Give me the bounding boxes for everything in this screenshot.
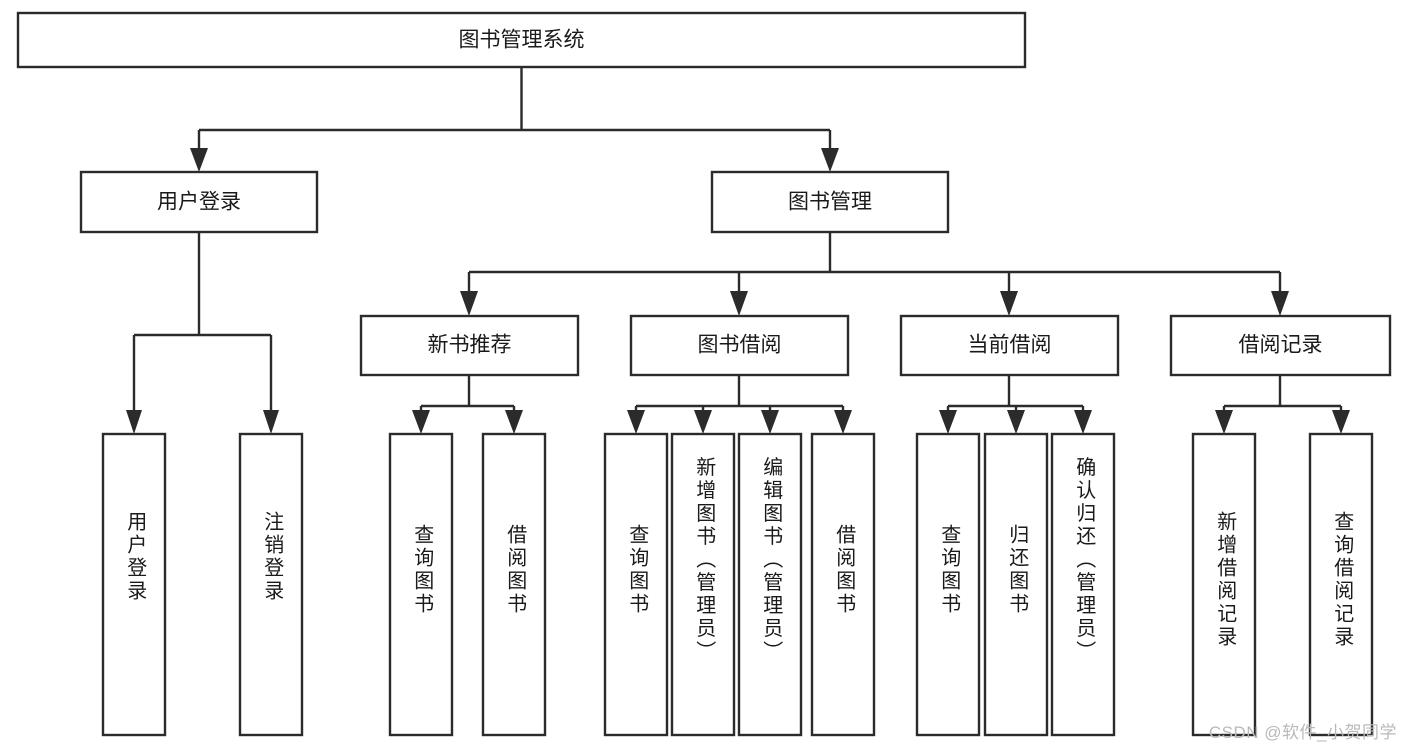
node-leaf-query-book-2-box[interactable]	[603, 432, 669, 737]
node-leaf-add-book-label: 新增图书（管理员）	[693, 456, 716, 663]
connector-group-borrow-record-to-leaves	[1215, 375, 1350, 434]
node-leaf-user-logout-box[interactable]	[238, 432, 304, 737]
node-current-borrow-box[interactable]	[899, 314, 1120, 377]
arrow-head-leaf-query-record	[1332, 410, 1350, 434]
node-leaf-add-record-label: 新增借阅记录	[1214, 511, 1237, 649]
node-new-book-recommend[interactable]: 新书推荐	[359, 314, 580, 377]
arrow-head-book-borrow	[730, 291, 748, 316]
node-root-box[interactable]	[16, 11, 1027, 69]
node-book-manage-label: 图书管理	[788, 191, 872, 214]
node-user-login-box[interactable]	[79, 170, 319, 234]
node-root[interactable]: 图书管理系统	[16, 11, 1027, 69]
connector-group-root-to-level2	[190, 67, 839, 172]
node-leaf-query-book-2-label: 查询图书	[626, 524, 649, 616]
node-leaf-add-record[interactable]: 新增借阅记录	[1191, 432, 1257, 737]
arrow-head-leaf-borrow-book-1	[505, 410, 523, 434]
connector-group-book-manage-to-level3	[460, 232, 1289, 316]
node-leaf-user-logout-label: 注销登录	[261, 511, 284, 603]
node-leaf-confirm-return-label: 确认归还（管理员）	[1073, 456, 1096, 663]
arrow-head-leaf-confirm-return	[1074, 410, 1092, 434]
connector-group-new-book-recommend-to-leaves	[412, 375, 523, 434]
node-book-manage-box[interactable]	[710, 170, 950, 234]
node-leaf-user-logout[interactable]: 注销登录	[238, 432, 304, 737]
arrow-head-user-login	[190, 148, 208, 172]
node-leaf-user-login-label: 用户登录	[124, 511, 147, 603]
node-leaf-borrow-book-2[interactable]: 借阅图书	[810, 432, 876, 737]
watermark: CSDN @软件_小贺同学	[1208, 723, 1397, 742]
node-borrow-record[interactable]: 借阅记录	[1169, 314, 1392, 377]
node-leaf-query-record[interactable]: 查询借阅记录	[1308, 432, 1374, 737]
node-borrow-record-label: 借阅记录	[1239, 334, 1323, 357]
node-leaf-edit-book-box[interactable]	[737, 432, 803, 737]
arrow-head-leaf-user-logout	[263, 410, 279, 434]
node-leaf-return-book[interactable]: 归还图书	[983, 432, 1049, 737]
node-book-borrow[interactable]: 图书借阅	[629, 314, 850, 377]
node-new-book-recommend-label: 新书推荐	[428, 334, 512, 357]
node-user-login[interactable]: 用户登录	[79, 170, 319, 234]
node-leaf-edit-book-label: 编辑图书（管理员）	[760, 456, 783, 663]
node-leaf-add-book-box[interactable]	[670, 432, 736, 737]
node-book-manage[interactable]: 图书管理	[710, 170, 950, 234]
node-leaf-query-record-label: 查询借阅记录	[1331, 511, 1354, 649]
node-leaf-borrow-book-2-label: 借阅图书	[833, 524, 856, 616]
node-leaf-borrow-book-1-box[interactable]	[481, 432, 547, 737]
node-leaf-query-book-3-label: 查询图书	[938, 524, 961, 616]
node-current-borrow[interactable]: 当前借阅	[899, 314, 1120, 377]
node-leaf-add-book[interactable]: 新增图书（管理员）	[670, 432, 736, 737]
arrow-head-leaf-borrow-book-2	[834, 410, 852, 434]
connector-group-current-borrow-to-leaves	[939, 375, 1092, 434]
node-leaf-return-book-label: 归还图书	[1006, 524, 1029, 616]
node-borrow-record-box[interactable]	[1169, 314, 1392, 377]
connector-group-book-borrow-to-leaves	[627, 375, 852, 434]
arrow-head-leaf-user-login	[126, 410, 142, 434]
node-current-borrow-label: 当前借阅	[968, 334, 1052, 357]
node-leaf-query-book-2[interactable]: 查询图书	[603, 432, 669, 737]
node-new-book-recommend-box[interactable]	[359, 314, 580, 377]
node-leaf-user-login-box[interactable]	[101, 432, 167, 737]
node-leaf-borrow-book-1-label: 借阅图书	[504, 524, 527, 616]
arrow-head-leaf-edit-book	[761, 410, 779, 434]
node-book-borrow-label: 图书借阅	[698, 334, 782, 357]
arrow-head-leaf-query-book-3	[939, 410, 957, 434]
connector-group-user-login-to-leaves	[126, 232, 279, 434]
arrow-head-leaf-add-book	[694, 410, 712, 434]
node-leaf-confirm-return-box[interactable]	[1050, 432, 1116, 737]
arrow-head-leaf-return-book	[1007, 410, 1025, 434]
node-leaf-query-book-3[interactable]: 查询图书	[915, 432, 981, 737]
node-leaf-confirm-return[interactable]: 确认归还（管理员）	[1050, 432, 1116, 737]
node-root-label: 图书管理系统	[459, 29, 585, 52]
node-leaf-query-record-box[interactable]	[1308, 432, 1374, 737]
node-leaf-query-book-1[interactable]: 查询图书	[388, 432, 454, 737]
node-leaf-user-login[interactable]: 用户登录	[101, 432, 167, 737]
arrow-head-leaf-add-record	[1215, 410, 1233, 434]
node-leaf-borrow-book-2-box[interactable]	[810, 432, 876, 737]
arrow-head-book-manage	[821, 148, 839, 172]
node-leaf-add-record-box[interactable]	[1191, 432, 1257, 737]
node-user-login-label: 用户登录	[157, 191, 241, 214]
node-leaf-borrow-book-1[interactable]: 借阅图书	[481, 432, 547, 737]
node-leaf-return-book-box[interactable]	[983, 432, 1049, 737]
arrow-head-current-borrow	[1000, 291, 1018, 316]
node-book-borrow-box[interactable]	[629, 314, 850, 377]
arrow-head-leaf-query-book-1	[412, 410, 430, 434]
arrow-head-new-book-recommend	[460, 291, 478, 316]
node-leaf-query-book-1-label: 查询图书	[411, 524, 434, 616]
arrow-head-borrow-record	[1271, 291, 1289, 316]
arrow-head-leaf-query-book-2	[627, 410, 645, 434]
node-leaf-query-book-1-box[interactable]	[388, 432, 454, 737]
node-leaf-edit-book[interactable]: 编辑图书（管理员）	[737, 432, 803, 737]
node-leaf-query-book-3-box[interactable]	[915, 432, 981, 737]
